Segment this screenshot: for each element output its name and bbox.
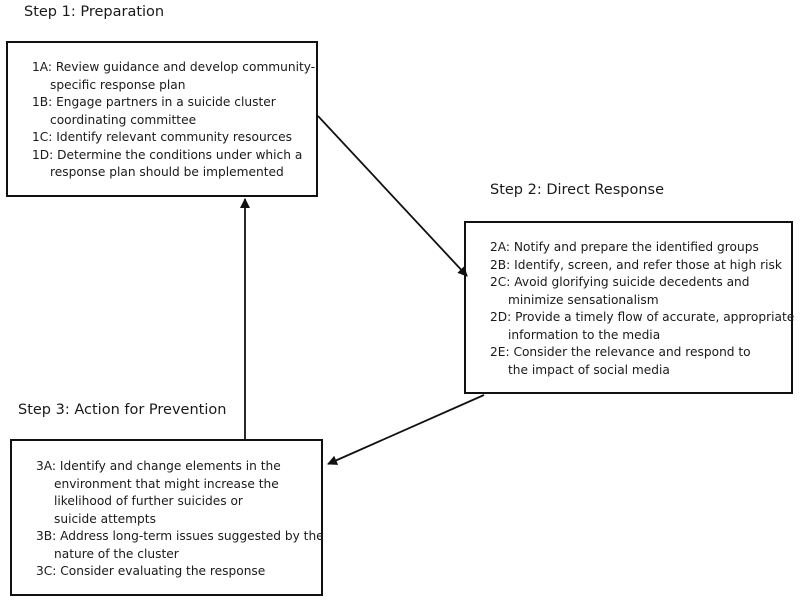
step-item-1a: 1A: Review guidance and develop communit… bbox=[32, 59, 315, 94]
step-item-text: Consider evaluating the response bbox=[60, 564, 266, 578]
step-item-code: 1D bbox=[32, 147, 50, 162]
step-item-first-line: 3A: Identify and change elements in the bbox=[36, 459, 281, 473]
step-1-item-list: 1A: Review guidance and develop communit… bbox=[32, 59, 315, 182]
step-item-continuation: specific response plan bbox=[50, 77, 186, 92]
step-item-text: Avoid glorifying suicide decedents and bbox=[514, 275, 750, 289]
step-item-text: Notify and prepare the identified groups bbox=[513, 240, 759, 254]
step-1-box: 1A: Review guidance and develop communit… bbox=[6, 41, 318, 197]
step-item-continuation: minimize sensationalism bbox=[508, 292, 659, 307]
step-item-3a: 3A: Identify and change elements in the e… bbox=[36, 458, 324, 528]
step-item-code: 2D bbox=[490, 310, 508, 324]
step-item-first-line: 3C: Consider evaluating the response bbox=[36, 564, 266, 578]
step-item-code: 3C bbox=[36, 564, 53, 578]
step-item-first-line: 3B: Address long-term issues suggested b… bbox=[36, 529, 324, 543]
step-item-code: 1A bbox=[32, 60, 48, 74]
step-item-code: 2B bbox=[490, 257, 507, 272]
step-item-text: Identify and change elements in the bbox=[59, 459, 281, 473]
step-item-text: Determine the conditions under which a bbox=[57, 147, 303, 162]
step-item-code: 1B bbox=[32, 95, 49, 109]
step-item-first-line: 2B: Identify, screen, and refer those at… bbox=[490, 257, 782, 272]
step-item-code: 3A bbox=[36, 459, 52, 473]
step-2-box: 2A: Notify and prepare the identified gr… bbox=[464, 221, 794, 394]
step-2-title: Step 2: Direct Response bbox=[490, 182, 665, 198]
step-item-continuation: environment that might increase the bbox=[54, 476, 279, 491]
step-item-text: Engage partners in a suicide cluster bbox=[56, 95, 276, 109]
step-item-continuation: nature of the cluster bbox=[54, 546, 179, 561]
step-item-code: 1C bbox=[32, 130, 49, 144]
step-item-first-line: 2E: Consider the relevance and respond t… bbox=[490, 345, 751, 359]
step-3-title: Step 3: Action for Prevention bbox=[18, 402, 227, 418]
step-item-continuation: the impact of social media bbox=[508, 362, 670, 377]
step-item-first-line: 1B: Engage partners in a suicide cluster bbox=[32, 95, 276, 109]
step-item-code: 2C bbox=[490, 275, 507, 289]
step-item-2a: 2A: Notify and prepare the identified gr… bbox=[490, 239, 794, 257]
step-item-continuation: suicide attempts bbox=[54, 511, 156, 526]
step-item-2c: 2C: Avoid glorifying suicide decedents a… bbox=[490, 274, 794, 309]
step-item-continuation: information to the media bbox=[508, 327, 661, 342]
step-item-first-line: 1D: Determine the conditions under which… bbox=[32, 147, 303, 162]
step-item-text: Identify relevant community resources bbox=[56, 130, 292, 144]
step-item-text: Identify, screen, and refer those at hig… bbox=[514, 257, 782, 272]
step-item-first-line: 1C: Identify relevant community resource… bbox=[32, 130, 292, 144]
step-item-first-line: 1A: Review guidance and develop communit… bbox=[32, 60, 316, 74]
arrow-step2-to-step3 bbox=[327, 394, 485, 465]
step-item-2b: 2B: Identify, screen, and refer those at… bbox=[490, 257, 794, 275]
arrow-step1-to-step2 bbox=[317, 115, 468, 277]
step-3-item-list: 3A: Identify and change elements in the e… bbox=[36, 458, 324, 581]
step-item-2e: 2E: Consider the relevance and respond t… bbox=[490, 344, 794, 379]
step-item-text: Provide a timely flow of accurate, appro… bbox=[515, 310, 795, 324]
step-item-first-line: 2A: Notify and prepare the identified gr… bbox=[490, 240, 759, 254]
step-3-box: 3A: Identify and change elements in the e… bbox=[10, 439, 324, 596]
step-item-2d: 2D: Provide a timely flow of accurate, a… bbox=[490, 309, 794, 344]
step-item-1d: 1D: Determine the conditions under which… bbox=[32, 147, 315, 182]
step-item-3b: 3B: Address long-term issues suggested b… bbox=[36, 528, 324, 563]
step-item-text: Consider the relevance and respond to bbox=[513, 345, 751, 359]
step-item-text: Address long-term issues suggested by th… bbox=[60, 529, 324, 543]
step-item-continuation: likelihood of further suicides or bbox=[54, 494, 243, 508]
step-item-3c: 3C: Consider evaluating the response bbox=[36, 563, 324, 581]
step-2-item-list: 2A: Notify and prepare the identified gr… bbox=[490, 239, 794, 379]
step-item-code: 2A bbox=[490, 240, 506, 254]
step-item-1b: 1B: Engage partners in a suicide cluster… bbox=[32, 94, 315, 129]
step-item-continuation: response plan should be implemented bbox=[50, 165, 284, 179]
step-item-continuation: coordinating committee bbox=[50, 112, 197, 127]
step-item-first-line: 2C: Avoid glorifying suicide decedents a… bbox=[490, 275, 750, 289]
step-item-text: Review guidance and develop community- bbox=[55, 60, 316, 74]
step-1-title: Step 1: Preparation bbox=[24, 4, 165, 20]
step-item-code: 3B bbox=[36, 529, 53, 543]
step-item-first-line: 2D: Provide a timely flow of accurate, a… bbox=[490, 310, 795, 324]
step-item-code: 2E bbox=[490, 345, 506, 359]
step-item-1c: 1C: Identify relevant community resource… bbox=[32, 129, 315, 147]
